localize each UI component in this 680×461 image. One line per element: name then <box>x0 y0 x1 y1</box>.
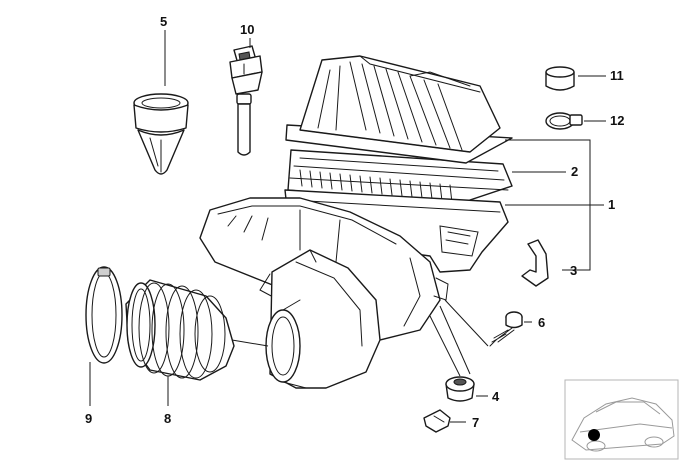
part-9-large-clamp <box>85 266 123 364</box>
callout-7: 7 <box>472 415 479 430</box>
callout-8: 8 <box>164 411 171 426</box>
vehicle-locator-thumbnail <box>564 379 679 460</box>
callout-12: 12 <box>610 113 624 128</box>
part-6-bolt <box>489 311 523 347</box>
callout-1: 1 <box>608 197 615 212</box>
callout-5: 5 <box>160 14 167 29</box>
part-7-bracket <box>423 409 451 433</box>
part-4-rubber-mount <box>445 376 475 402</box>
part-5-rubber-boot <box>133 93 189 175</box>
filter-pleats <box>299 169 453 204</box>
part-12-small-clamp <box>545 112 583 130</box>
callout-4: 4 <box>492 389 500 404</box>
leader-lines <box>89 30 606 423</box>
callout-3: 3 <box>570 263 577 278</box>
callout-9: 9 <box>85 411 92 426</box>
upper-housing-lid <box>285 55 513 164</box>
lower-housing <box>199 189 509 389</box>
part-3-clip <box>521 239 549 287</box>
part-11-cap <box>545 66 575 91</box>
part-2-filter-element <box>287 149 513 207</box>
part-8-intake-bellows <box>125 279 235 381</box>
part-10-sensor <box>229 45 263 156</box>
locator-dot <box>588 429 600 441</box>
callout-6: 6 <box>538 315 545 330</box>
callout-2: 2 <box>571 164 578 179</box>
callout-11: 11 <box>610 68 624 83</box>
callout-10: 10 <box>240 22 254 37</box>
callout-labels: 5 10 11 12 2 1 3 6 4 7 9 8 <box>85 14 624 430</box>
